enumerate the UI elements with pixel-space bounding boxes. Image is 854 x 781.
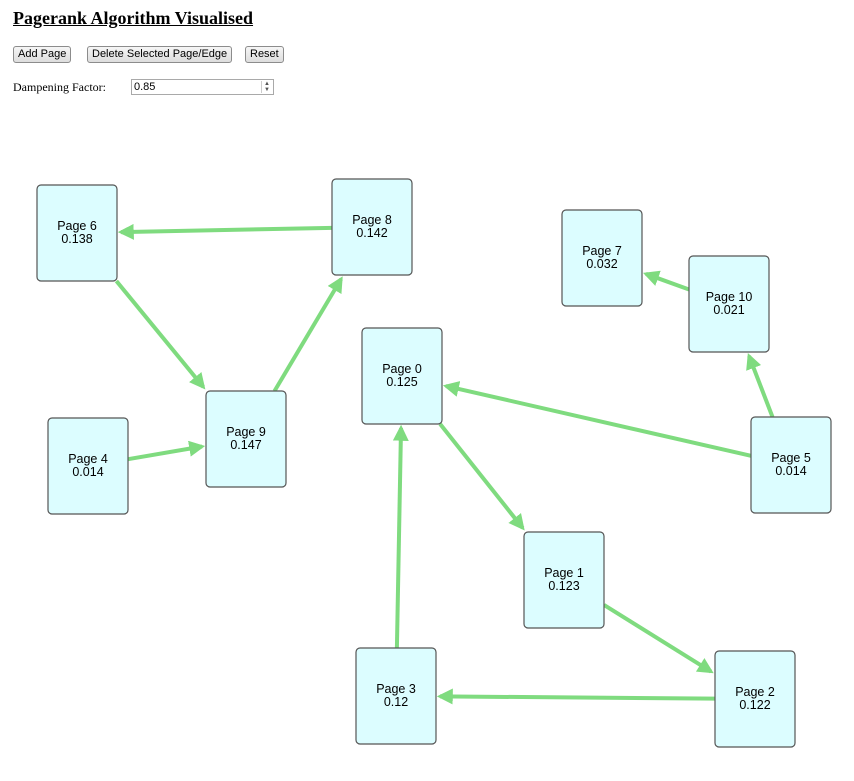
page-node-label: Page 10 bbox=[706, 290, 753, 304]
edge-page-4-to-page-9[interactable] bbox=[127, 440, 206, 462]
page-node-rank: 0.021 bbox=[713, 303, 744, 317]
page-node-1[interactable]: Page 10.123 bbox=[523, 531, 605, 629]
page-node-label: Page 2 bbox=[735, 685, 775, 699]
page-node-4[interactable]: Page 40.014 bbox=[47, 417, 129, 515]
page-node-box[interactable] bbox=[36, 184, 118, 282]
page-node-rank: 0.142 bbox=[356, 226, 387, 240]
edge-page-3-to-page-0[interactable] bbox=[392, 424, 409, 649]
dampening-factor-label: Dampening Factor: bbox=[13, 80, 106, 94]
page-node-7[interactable]: Page 70.032 bbox=[561, 209, 643, 307]
edge-page-0-to-page-1[interactable] bbox=[438, 422, 525, 531]
page-node-5[interactable]: Page 50.014 bbox=[750, 416, 832, 514]
page-node-rank: 0.147 bbox=[230, 438, 261, 452]
page-node-label: Page 8 bbox=[352, 213, 392, 227]
page-node-6[interactable]: Page 60.138 bbox=[36, 184, 118, 282]
page-node-rank: 0.122 bbox=[739, 698, 770, 712]
edge-page-8-to-page-6[interactable] bbox=[117, 223, 333, 240]
delete-selected-button[interactable]: Delete Selected Page/Edge bbox=[87, 46, 233, 63]
page-node-box[interactable] bbox=[714, 650, 796, 748]
dampening-factor-value: 0.85 bbox=[134, 81, 156, 93]
page-node-3[interactable]: Page 30.12 bbox=[355, 647, 437, 745]
edge-page-5-to-page-0[interactable] bbox=[442, 381, 752, 458]
edge-page-2-to-page-3[interactable] bbox=[436, 688, 716, 705]
page-node-box[interactable] bbox=[561, 209, 643, 307]
edge-page-1-to-page-2[interactable] bbox=[602, 603, 714, 674]
page-node-box[interactable] bbox=[750, 416, 832, 514]
page-title: Pagerank Algorithm Visualised bbox=[13, 8, 254, 28]
page-node-0[interactable]: Page 00.125 bbox=[361, 327, 443, 425]
edge-page-5-to-page-10[interactable] bbox=[746, 353, 775, 418]
page-node-box[interactable] bbox=[688, 255, 770, 353]
page-node-8[interactable]: Page 80.142 bbox=[331, 178, 413, 276]
page-node-rank: 0.138 bbox=[61, 232, 92, 246]
page-node-box[interactable] bbox=[355, 647, 437, 745]
page-node-label: Page 9 bbox=[226, 425, 266, 439]
page-node-10[interactable]: Page 100.021 bbox=[688, 255, 770, 353]
page-node-2[interactable]: Page 20.122 bbox=[714, 650, 796, 748]
spinner-arrows-icon[interactable]: ▲▼ bbox=[261, 81, 272, 93]
page-node-rank: 0.123 bbox=[548, 579, 579, 593]
reset-button[interactable]: Reset bbox=[245, 46, 284, 63]
edge-page-9-to-page-8[interactable] bbox=[272, 276, 343, 393]
page-node-box[interactable] bbox=[523, 531, 605, 629]
page-node-rank: 0.014 bbox=[72, 465, 103, 479]
page-node-rank: 0.12 bbox=[384, 695, 408, 709]
page-node-rank: 0.014 bbox=[775, 464, 806, 478]
dampening-factor-input[interactable]: 0.85 ▲▼ bbox=[131, 79, 274, 95]
page-node-9[interactable]: Page 90.147 bbox=[205, 390, 287, 488]
page-node-box[interactable] bbox=[47, 417, 129, 515]
page-node-label: Page 7 bbox=[582, 244, 622, 258]
page-node-label: Page 5 bbox=[771, 451, 811, 465]
page-node-label: Page 1 bbox=[544, 566, 584, 580]
page-node-box[interactable] bbox=[361, 327, 443, 425]
page-node-label: Page 6 bbox=[57, 219, 97, 233]
page-node-label: Page 4 bbox=[68, 452, 108, 466]
page-node-label: Page 0 bbox=[382, 362, 422, 376]
page-node-box[interactable] bbox=[205, 390, 287, 488]
edge-page-6-to-page-9[interactable] bbox=[114, 279, 206, 390]
page-node-box[interactable] bbox=[331, 178, 413, 276]
page-node-label: Page 3 bbox=[376, 682, 416, 696]
add-page-button[interactable]: Add Page bbox=[13, 46, 72, 63]
edge-page-10-to-page-7[interactable] bbox=[642, 270, 690, 292]
page-node-rank: 0.032 bbox=[586, 257, 617, 271]
page-node-rank: 0.125 bbox=[386, 375, 417, 389]
